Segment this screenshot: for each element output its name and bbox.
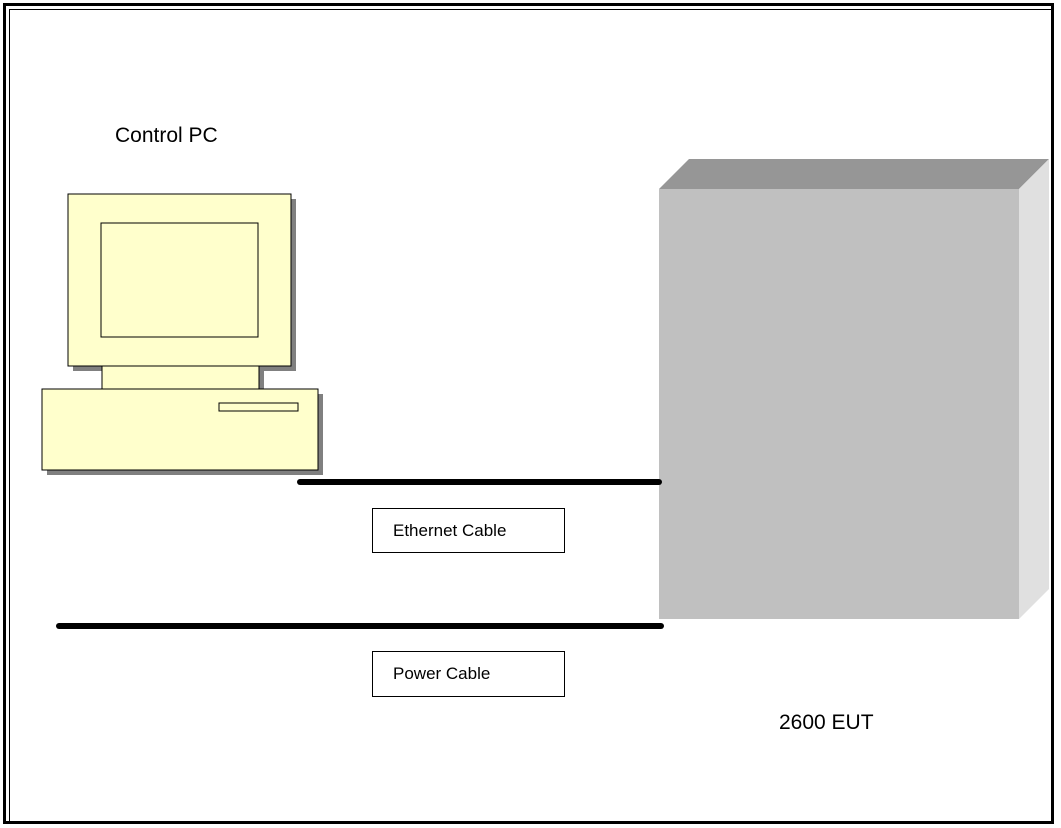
eut-cabinet-icon xyxy=(659,159,1049,619)
control-pc-icon xyxy=(41,193,323,475)
eut-label: 2600 EUT xyxy=(779,711,874,734)
ethernet-cable-label: Ethernet Cable xyxy=(393,520,507,540)
control-pc-label: Control PC xyxy=(115,124,218,147)
power-cable-label: Power Cable xyxy=(393,664,491,683)
diagram-frame-outer xyxy=(3,3,1054,824)
ethernet-cable-label-box: Ethernet Cable xyxy=(372,508,565,553)
diagram-frame-inner xyxy=(9,9,1052,822)
power-cable-label-box: Power Cable xyxy=(372,651,565,697)
